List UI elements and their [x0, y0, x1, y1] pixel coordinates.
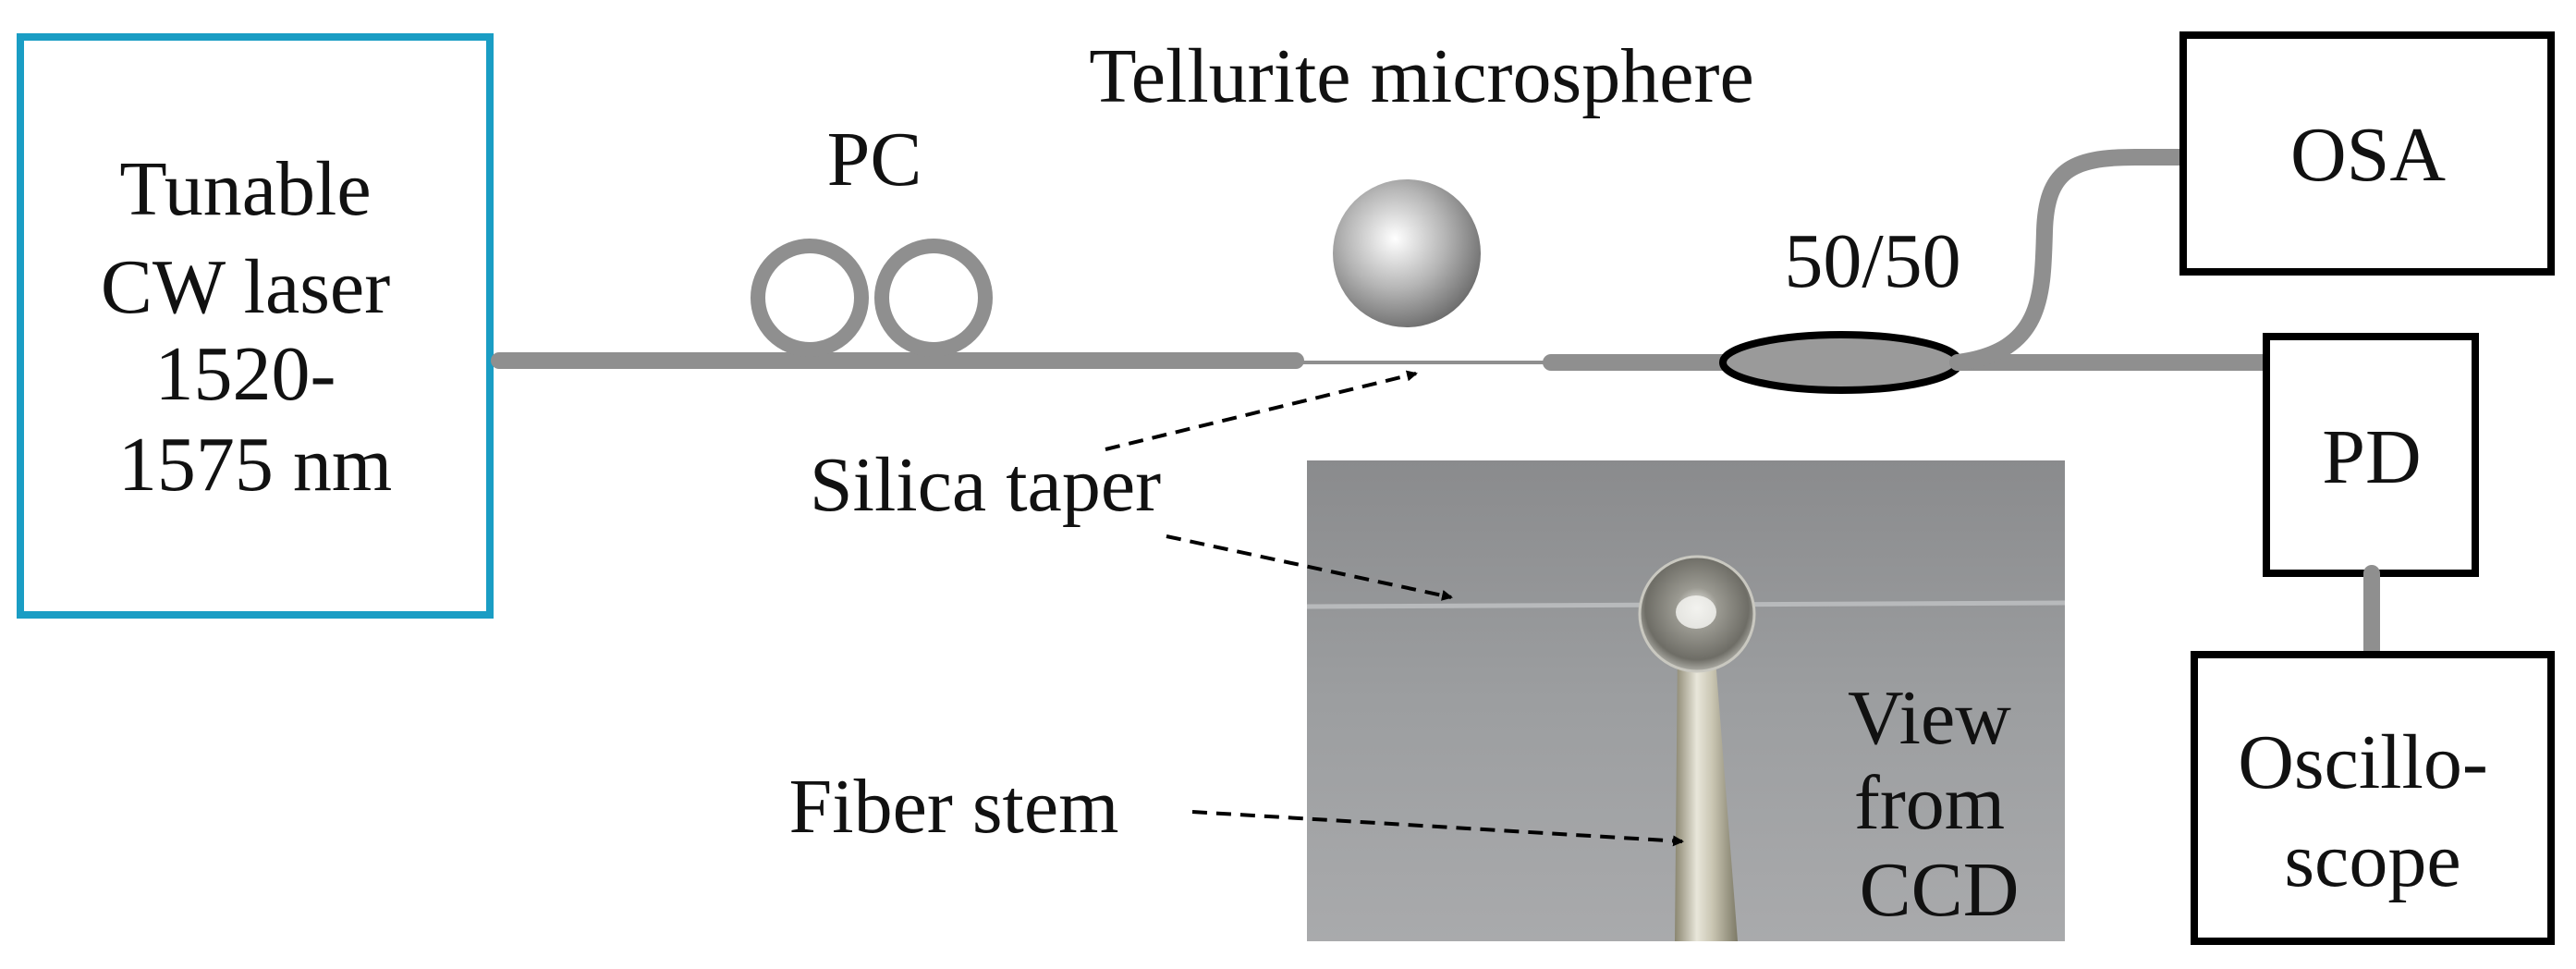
- ccd-photo: View from CCD: [1306, 460, 2066, 941]
- taper-arrow-to-photo: [1166, 534, 1453, 601]
- laser-box: [17, 33, 494, 619]
- ccd-view-label-line1: View: [1848, 675, 2011, 761]
- oscilloscope-box: [2191, 651, 2555, 945]
- laser-label-line1: Tunable: [119, 146, 371, 232]
- osa-box: [2179, 31, 2555, 276]
- taper-label: Silica taper: [810, 442, 1161, 528]
- ccd-view-label-line3: CCD: [1860, 847, 2020, 933]
- laser-label: Tunable CW laser 1520- 1575 nm: [101, 146, 409, 508]
- laser-label-line3: 1520-: [155, 331, 336, 417]
- pc-loop-2: [874, 239, 993, 357]
- fiber-coupler-to-osa: [1949, 149, 2191, 371]
- ccd-photo-sphere-highlight: [1676, 595, 1716, 629]
- microsphere-label: Tellurite microsphere: [1089, 33, 1754, 119]
- coupler-label: 50/50: [1784, 218, 1960, 304]
- pd-label: PD: [2322, 414, 2421, 500]
- laser-label-line2: CW laser: [101, 244, 390, 330]
- oscilloscope-label-line1: Oscillo-: [2238, 719, 2488, 805]
- coupler-50-50: [1719, 331, 1963, 394]
- osa-label: OSA: [2290, 112, 2446, 198]
- stem-label: Fiber stem: [789, 764, 1119, 850]
- pd-box: [2263, 333, 2479, 577]
- ccd-photo-fiber-stem: [1675, 647, 1738, 941]
- ccd-view-label: View from CCD: [1848, 675, 2031, 933]
- laser-label-line4: 1575 nm: [118, 422, 392, 508]
- tellurite-microsphere: [1333, 179, 1481, 327]
- pc-loop-1: [751, 239, 869, 357]
- pc-label: PC: [827, 117, 922, 202]
- oscilloscope-label: Oscillo- scope: [2238, 719, 2508, 903]
- ccd-view-label-line2: from: [1854, 760, 2005, 846]
- oscilloscope-label-line2: scope: [2284, 817, 2460, 903]
- taper-arrow-to-taper: [1105, 370, 1418, 451]
- stem-arrow: [1191, 810, 1684, 847]
